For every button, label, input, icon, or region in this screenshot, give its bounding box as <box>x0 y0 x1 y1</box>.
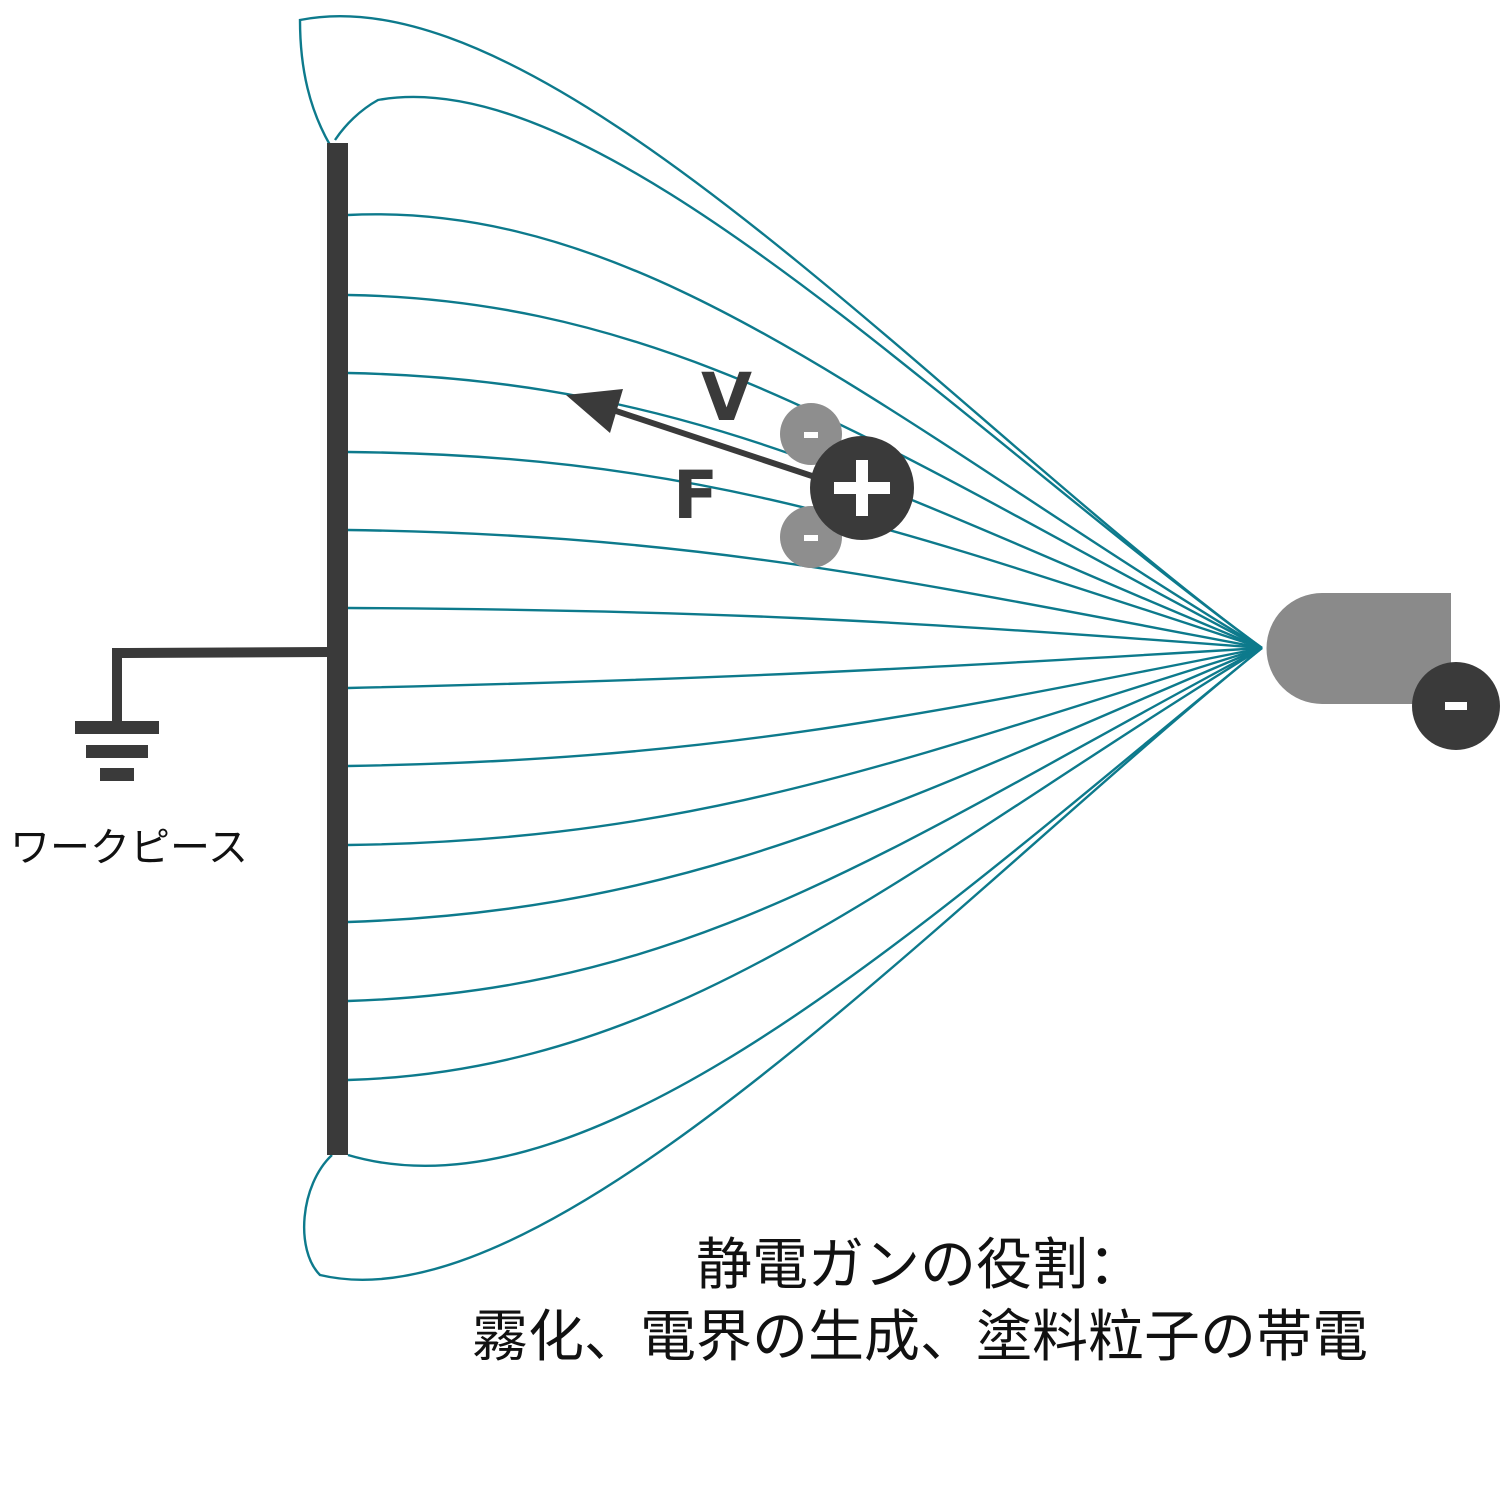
caption-line-1: 静電ガンの役割： <box>696 1233 1144 1298</box>
field-line <box>347 646 1263 847</box>
field-line <box>347 293 1263 650</box>
field-line <box>298 14 1263 649</box>
field-line <box>347 213 1263 650</box>
force-arrow-icon <box>566 389 813 479</box>
field-line <box>347 646 1263 1082</box>
workpiece-plate <box>327 143 348 1155</box>
field-line <box>303 647 1263 1282</box>
force-label: F <box>673 457 718 534</box>
field-line <box>347 450 1263 650</box>
field-line <box>347 646 1263 924</box>
ground-symbol-icon <box>75 647 331 781</box>
field-line <box>347 646 1263 1003</box>
field-line <box>347 647 1263 1167</box>
field-line <box>334 95 1263 649</box>
field-line <box>347 646 1263 768</box>
workpiece-label: ワークピース <box>10 825 248 871</box>
field-line <box>347 606 1263 650</box>
spray-gun <box>1266 593 1451 704</box>
negative-charge-top <box>780 403 842 465</box>
field-line <box>347 646 1263 690</box>
caption-line-2: 霧化、電界の生成、塗料粒子の帯電 <box>472 1305 1368 1370</box>
gun-negative-charge <box>1412 662 1500 750</box>
electric-field-lines <box>298 14 1263 1282</box>
positive-charge-particle <box>810 436 914 540</box>
velocity-label: V <box>701 359 752 436</box>
caption: 静電ガンの役割： 霧化、電界の生成、塗料粒子の帯電 <box>380 1230 1460 1374</box>
